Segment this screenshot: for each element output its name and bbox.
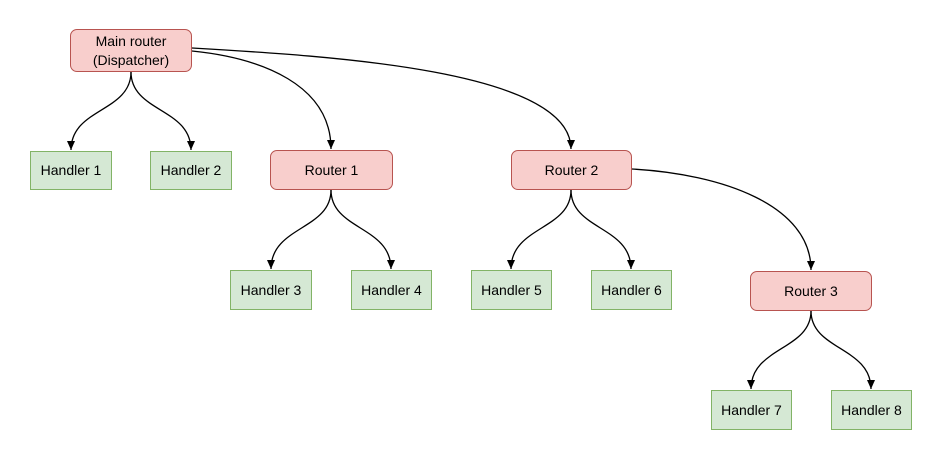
node-router-2-label: Router 2: [544, 161, 599, 178]
node-main-router-label: Main router (Dispatcher): [92, 32, 170, 68]
node-handler-3-label: Handler 3: [240, 281, 302, 298]
node-handler-5: Handler 5: [471, 270, 552, 310]
node-router-3-label: Router 3: [784, 282, 838, 299]
node-router-1-label: Router 1: [304, 161, 359, 178]
edge-router-3-to-handler-8: [810, 310, 875, 390]
node-handler-3: Handler 3: [230, 270, 312, 310]
edge-router-2-to-handler-5: [507, 189, 572, 270]
node-handler-5-label: Handler 5: [481, 281, 542, 298]
edge-main-router-to-handler-2: [130, 71, 195, 151]
edge-router-3-to-handler-7: [747, 310, 812, 390]
node-router-3: Router 3: [750, 271, 872, 311]
node-handler-4-label: Handler 4: [361, 281, 422, 298]
edge-router-1-to-handler-3: [267, 189, 332, 270]
node-main-router: Main router (Dispatcher): [70, 29, 192, 72]
node-handler-2: Handler 2: [150, 151, 232, 190]
edge-main-router-to-router-2: [191, 47, 575, 150]
node-handler-2-label: Handler 2: [160, 162, 222, 178]
node-handler-1-label: Handler 1: [40, 162, 102, 178]
node-handler-6-label: Handler 6: [601, 281, 662, 298]
node-handler-4: Handler 4: [351, 270, 432, 310]
node-handler-6: Handler 6: [591, 270, 672, 310]
edge-router-2-to-router-3: [631, 168, 815, 271]
node-handler-8: Handler 8: [831, 390, 912, 430]
node-router-1: Router 1: [270, 150, 393, 190]
node-handler-1: Handler 1: [30, 151, 112, 190]
node-handler-8-label: Handler 8: [841, 401, 902, 418]
edge-main-router-to-router-1: [191, 50, 335, 150]
node-router-2: Router 2: [511, 150, 632, 190]
node-handler-7-label: Handler 7: [721, 401, 782, 418]
edge-main-router-to-handler-1: [67, 71, 132, 151]
edge-router-2-to-handler-6: [570, 189, 635, 270]
edge-router-1-to-handler-4: [330, 189, 395, 270]
node-handler-7: Handler 7: [711, 390, 792, 430]
